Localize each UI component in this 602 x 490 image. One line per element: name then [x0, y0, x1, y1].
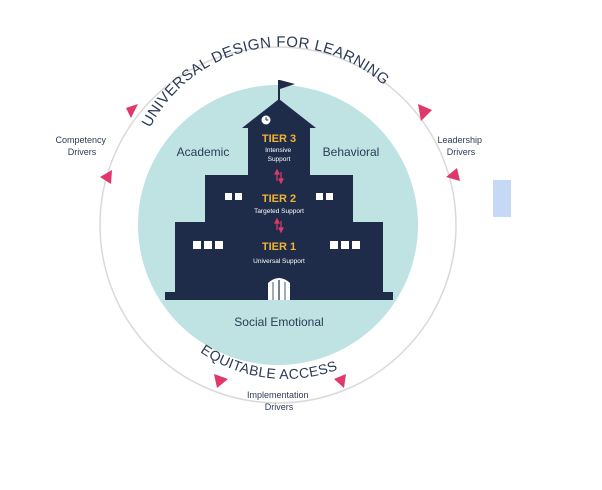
leadership-drivers-label: Leadership Drivers: [437, 135, 484, 157]
triangle-arrow-icon: [446, 168, 460, 181]
academic-label: Academic: [177, 145, 230, 159]
tier1-label: TIER 1: [262, 241, 296, 253]
tower: [248, 125, 310, 177]
windows-mid: [225, 193, 333, 200]
implementation-drivers-label: Implementation Drivers: [247, 390, 311, 412]
triangle-arrow-icon: [214, 374, 228, 388]
behavioral-label: Behavioral: [323, 145, 380, 159]
windows-wide: [193, 241, 360, 249]
triangle-arrow-icon: [334, 374, 346, 388]
outer-ring: [99, 46, 457, 404]
flag-icon: [280, 80, 295, 89]
social-emotional-label: Social Emotional: [234, 315, 323, 329]
up-down-arrows-icon: [274, 217, 284, 234]
competency-drivers-label: Competency Drivers: [55, 135, 108, 157]
tier2-label: TIER 2: [262, 193, 296, 205]
door-icon: [268, 278, 290, 300]
side-badge: [493, 180, 511, 217]
flag-pole: [278, 80, 280, 100]
tier3-desc: Intensive Support: [265, 147, 293, 163]
triangle-arrow-icon: [126, 104, 138, 118]
tier1-desc: Universal Support: [253, 258, 305, 265]
triangle-arrow-icon: [418, 104, 432, 121]
up-down-arrows-icon: [274, 168, 284, 185]
roof: [242, 99, 316, 128]
tier3-label: TIER 3: [262, 133, 296, 145]
tier2-desc: Targeted Support: [254, 208, 304, 215]
triangle-arrow-icon: [100, 170, 112, 184]
